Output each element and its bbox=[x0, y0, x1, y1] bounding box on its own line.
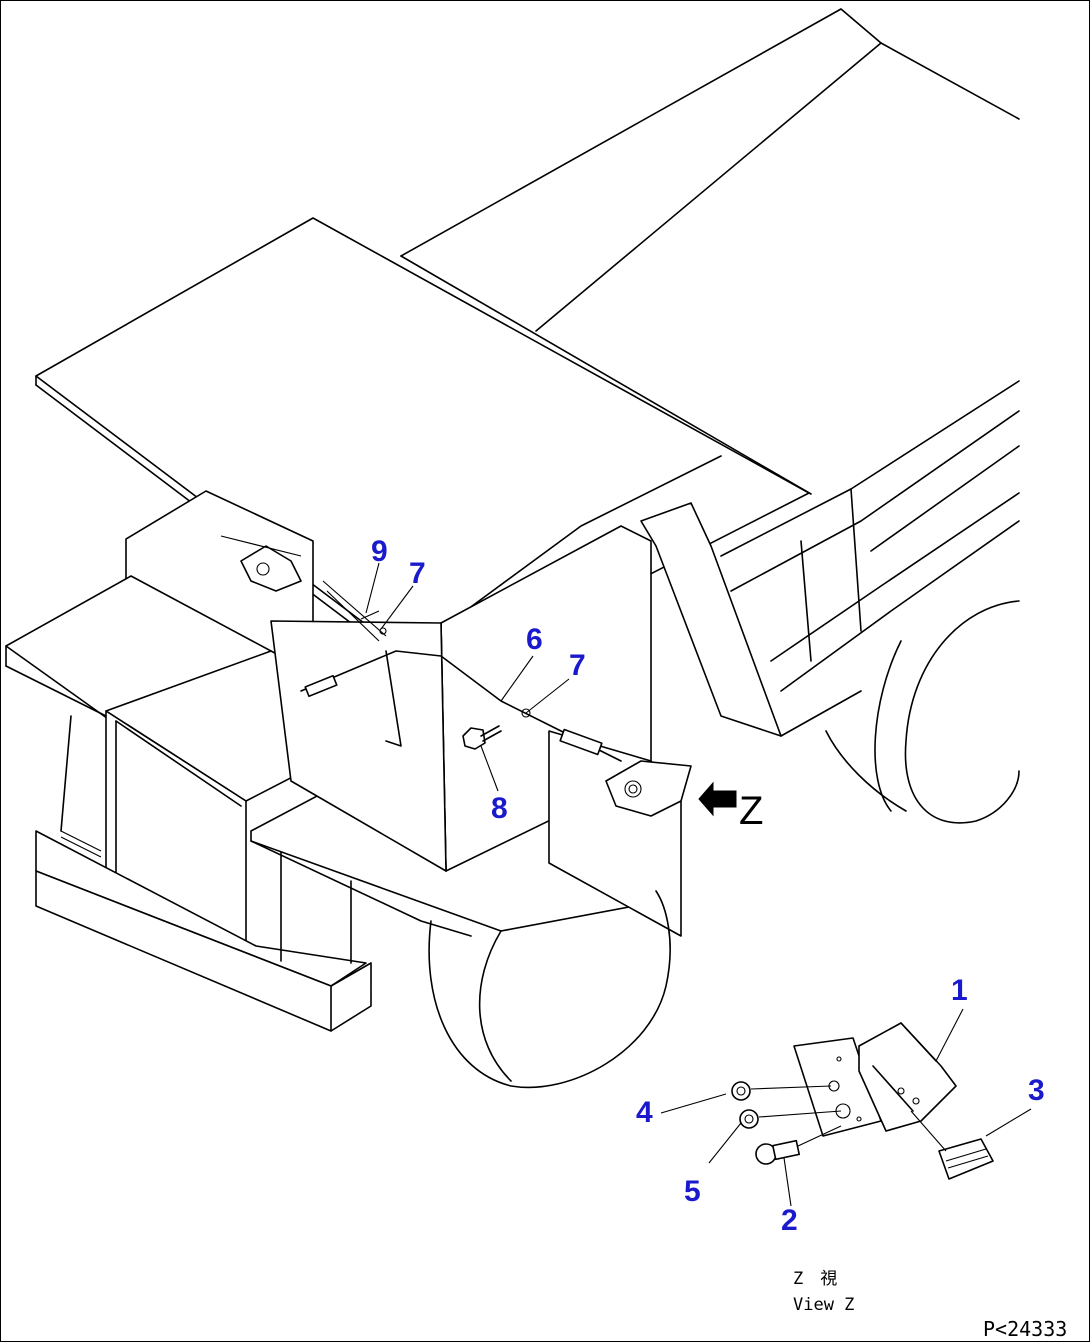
callout-8: 8 bbox=[491, 792, 508, 825]
view-caption-en: View Z bbox=[793, 1295, 855, 1315]
callout-2: 2 bbox=[781, 1204, 798, 1237]
wiring-harness bbox=[220, 535, 692, 817]
lamp-right bbox=[605, 760, 692, 817]
view-z-detail bbox=[731, 1022, 994, 1180]
callout-1: 1 bbox=[951, 974, 968, 1007]
callout-4: 4 bbox=[636, 1096, 653, 1129]
callout-6: 6 bbox=[526, 623, 543, 656]
callout-7-upper: 7 bbox=[409, 557, 426, 590]
bolt-8-drawing bbox=[462, 725, 502, 750]
lamp-left bbox=[220, 535, 302, 592]
callout-3: 3 bbox=[1028, 1074, 1045, 1107]
leader-lines bbox=[365, 562, 1032, 1207]
view-arrow bbox=[698, 781, 737, 817]
view-caption-jp: Z 視 bbox=[793, 1269, 838, 1289]
drawing-code: P<24333 bbox=[983, 1317, 1068, 1341]
callout-9: 9 bbox=[371, 535, 388, 568]
callout-7-lower: 7 bbox=[569, 649, 586, 682]
callout-5: 5 bbox=[684, 1175, 701, 1208]
view-arrow-label: Z bbox=[739, 789, 764, 833]
wheels bbox=[428, 600, 1020, 1089]
front-structure bbox=[5, 490, 782, 1032]
